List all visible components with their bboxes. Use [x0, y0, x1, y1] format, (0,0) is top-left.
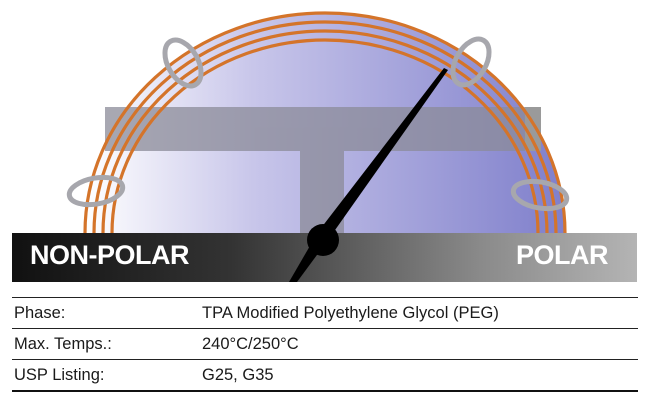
spec-value: TPA Modified Polyethylene Glycol (PEG) — [202, 304, 499, 322]
polarity-gauge — [12, 11, 637, 282]
coil-clip-icons — [66, 36, 570, 212]
non-polar-label: NON-POLAR — [30, 240, 190, 270]
spec-value: G25, G35 — [202, 366, 274, 384]
polar-label: POLAR — [516, 240, 609, 270]
polarity-needle-icon — [289, 68, 448, 282]
spec-key: Phase: — [14, 304, 66, 322]
spec-row-usp-listing: USP Listing: G25, G35 — [12, 360, 638, 392]
spec-key: USP Listing: — [14, 366, 105, 384]
column-coil-icon — [83, 11, 567, 234]
spec-value: 240°C/250°C — [202, 335, 299, 353]
spec-row-max-temps: Max. Temps.: 240°C/250°C — [12, 329, 638, 360]
t-bar — [105, 107, 530, 233]
spec-row-phase: Phase: TPA Modified Polyethylene Glycol … — [12, 297, 638, 329]
spec-table: Phase: TPA Modified Polyethylene Glycol … — [12, 297, 638, 392]
spec-key: Max. Temps.: — [14, 335, 112, 353]
